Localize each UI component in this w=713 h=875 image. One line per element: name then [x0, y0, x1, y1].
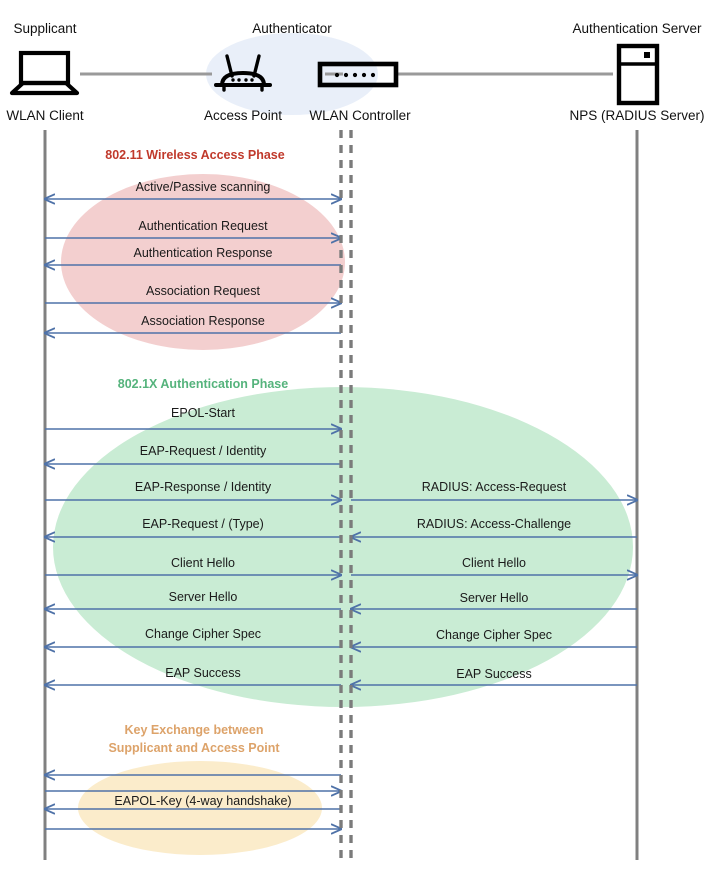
msg-label-eap-success-left: EAP Success	[165, 666, 241, 680]
msg-label-change-cipher-spec-left: Change Cipher Spec	[145, 627, 261, 641]
msg-label-eapol-key-4way-handshake: EAPOL-Key (4-way handshake)	[114, 794, 291, 808]
phase-label-key-exchange-line2: Supplicant and Access Point	[108, 741, 280, 755]
role-heading-authentication-server: Authentication Server	[572, 21, 702, 36]
msg-label-association-request: Association Request	[146, 284, 260, 298]
node-label-nps-radius-server: NPS (RADIUS Server)	[569, 108, 704, 123]
msg-label-authentication-request: Authentication Request	[138, 219, 268, 233]
msg-label-client-hello-right: Client Hello	[462, 556, 526, 570]
right-message-group: RADIUS: Access-Request RADIUS: Access-Ch…	[351, 480, 637, 685]
role-heading-supplicant: Supplicant	[13, 21, 76, 36]
msg-label-client-hello-left: Client Hello	[171, 556, 235, 570]
node-label-wlan-controller: WLAN Controller	[309, 108, 411, 123]
msg-label-eap-response-identity: EAP-Response / Identity	[135, 480, 272, 494]
laptop-icon	[9, 50, 80, 96]
phase-8021x-ellipse	[53, 387, 633, 707]
authenticator-halo	[206, 33, 378, 115]
phase-80211-ellipse	[61, 174, 345, 350]
msg-label-authentication-response: Authentication Response	[134, 246, 273, 260]
phase-label-8021x: 802.1X Authentication Phase	[118, 377, 288, 391]
msg-label-eap-request-type: EAP-Request / (Type)	[142, 517, 264, 531]
left-message-group: Active/Passive scanning Authentication R…	[45, 180, 341, 829]
controller-box-icon	[317, 61, 399, 88]
phase-label-key-exchange-line1: Key Exchange between	[125, 723, 264, 737]
msg-label-eapol-start: EPOL-Start	[171, 406, 235, 420]
node-label-access-point: Access Point	[204, 108, 282, 123]
msg-label-change-cipher-spec-right: Change Cipher Spec	[436, 628, 552, 642]
msg-label-association-response: Association Response	[141, 314, 265, 328]
msg-label-server-hello-right: Server Hello	[460, 591, 529, 605]
msg-label-active-passive-scanning: Active/Passive scanning	[136, 180, 271, 194]
wireless-router-icon	[214, 54, 272, 92]
msg-label-server-hello-left: Server Hello	[169, 590, 238, 604]
msg-label-radius-access-request: RADIUS: Access-Request	[422, 480, 567, 494]
phase-key-exchange-ellipse	[78, 761, 322, 855]
msg-label-eap-request-identity: EAP-Request / Identity	[140, 444, 267, 458]
node-label-wlan-client: WLAN Client	[6, 108, 84, 123]
server-rack-icon	[616, 43, 660, 106]
msg-label-radius-access-challenge: RADIUS: Access-Challenge	[417, 517, 571, 531]
phase-label-80211: 802.11 Wireless Access Phase	[105, 148, 284, 162]
role-heading-authenticator: Authenticator	[252, 21, 332, 36]
msg-label-eap-success-right: EAP Success	[456, 667, 532, 681]
